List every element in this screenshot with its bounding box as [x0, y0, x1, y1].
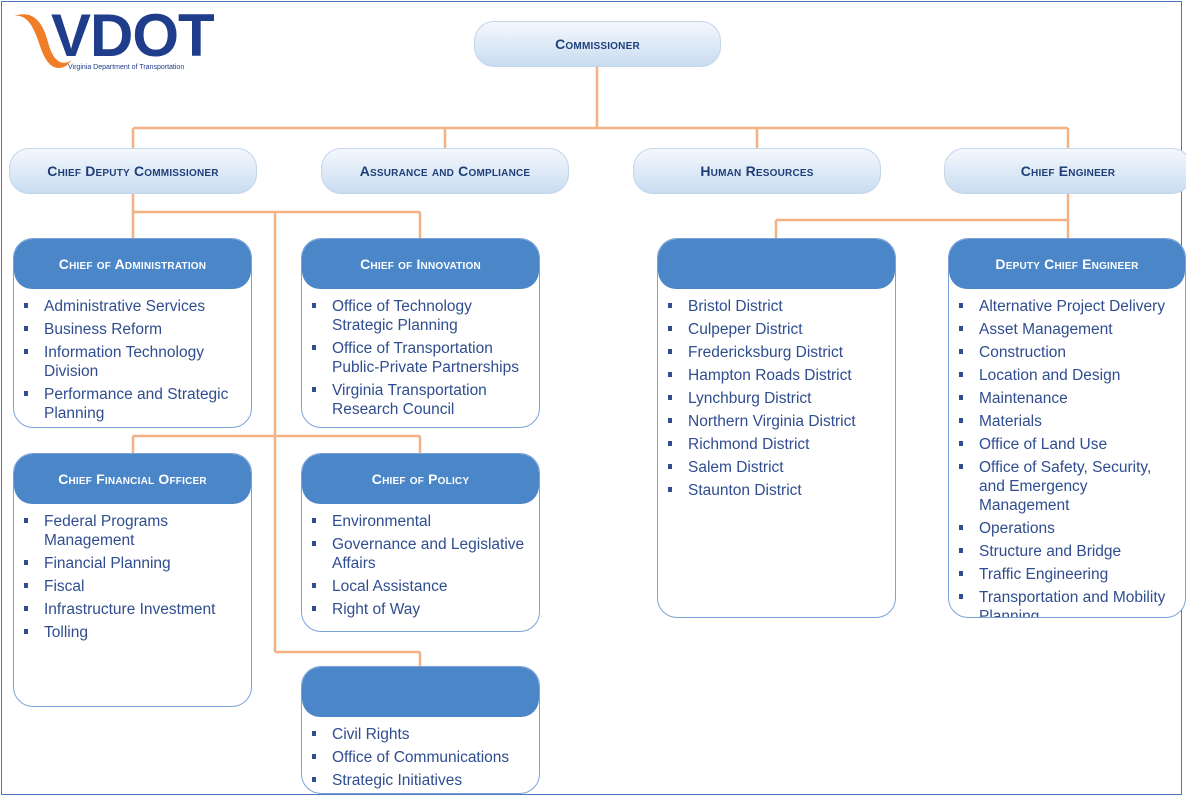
list-item: Transportation and Mobility Planning: [955, 588, 1181, 617]
list-item: Traffic Engineering: [955, 565, 1181, 584]
logo-swoosh-icon: [14, 14, 72, 68]
item-list: Bristol District Culpeper District Frede…: [658, 289, 895, 500]
chief-deputy-commissioner-node: Chief Deputy Commissioner: [9, 148, 257, 194]
item-list: Civil Rights Office of Communications St…: [302, 717, 539, 790]
deputy-chief-engineer-card: Deputy Chief Engineer Alternative Projec…: [948, 238, 1186, 618]
list-item: Culpeper District: [664, 320, 891, 339]
list-item: Fredericksburg District: [664, 343, 891, 362]
list-item: Office of Communications: [308, 748, 535, 767]
assurance-label: Assurance and Compliance: [359, 163, 531, 179]
human-resources-node: Human Resources: [633, 148, 881, 194]
list-item: Strategic Initiatives: [308, 771, 535, 790]
list-item: Environmental: [308, 512, 535, 531]
list-item: Bristol District: [664, 297, 891, 316]
list-item: Hampton Roads District: [664, 366, 891, 385]
list-item: Tolling: [20, 623, 247, 642]
list-item: Federal Programs Management: [20, 512, 247, 550]
list-item: Staunton District: [664, 481, 891, 500]
chief-financial-officer-card: Chief Financial Officer Federal Programs…: [13, 453, 252, 707]
list-item: Construction: [955, 343, 1181, 362]
card-header: Chief of Innovation: [302, 239, 539, 289]
hr-label: Human Resources: [700, 163, 814, 179]
logo-title: VDOT: [51, 2, 215, 69]
chief-engineer-label: Chief Engineer: [1020, 163, 1116, 179]
vdot-logo: VDOT Virginia Department of Transportati…: [10, 6, 215, 80]
list-item: Office of Transportation Public-Private …: [308, 339, 535, 377]
list-item: Financial Planning: [20, 554, 247, 573]
list-item: Virginia Transportation Research Council: [308, 381, 535, 419]
assurance-compliance-node: Assurance and Compliance: [321, 148, 569, 194]
chief-deputy-label: Chief Deputy Commissioner: [47, 163, 219, 179]
commissioner-label: Commissioner: [555, 36, 640, 52]
list-item: Alternative Project Delivery: [955, 297, 1181, 316]
list-item: Location and Design: [955, 366, 1181, 385]
list-item: Richmond District: [664, 435, 891, 454]
item-list: Office of Technology Strategic Planning …: [302, 289, 539, 419]
list-item: Operations: [955, 519, 1181, 538]
chief-of-administration-card: Chief of Administration Administrative S…: [13, 238, 252, 428]
commissioner-node: Commissioner: [474, 21, 721, 67]
item-list: Environmental Governance and Legislative…: [302, 504, 539, 619]
list-item: Performance and Strategic Planning: [20, 385, 247, 423]
chief-of-innovation-card: Chief of Innovation Office of Technology…: [301, 238, 540, 428]
item-list: Administrative Services Business Reform …: [14, 289, 251, 423]
list-item: Administrative Services: [20, 297, 247, 316]
card-header: [658, 239, 895, 289]
list-item: Office of Land Use: [955, 435, 1181, 454]
card-header: [302, 667, 539, 717]
list-item: Northern Virginia District: [664, 412, 891, 431]
logo-subtitle: Virginia Department of Transportation: [68, 64, 185, 71]
list-item: Lynchburg District: [664, 389, 891, 408]
list-item: Materials: [955, 412, 1181, 431]
list-item: Civil Rights: [308, 725, 535, 744]
chief-engineer-node: Chief Engineer: [944, 148, 1186, 194]
list-item: Fiscal: [20, 577, 247, 596]
list-item: Governance and Legislative Affairs: [308, 535, 535, 573]
list-item: Asset Management: [955, 320, 1181, 339]
list-item: Information Technology Division: [20, 343, 247, 381]
card-header: Chief of Administration: [14, 239, 251, 289]
list-item: Salem District: [664, 458, 891, 477]
card-header: Deputy Chief Engineer: [949, 239, 1185, 289]
card-header: Chief Financial Officer: [14, 454, 251, 504]
item-list: Alternative Project Delivery Asset Manag…: [949, 289, 1185, 617]
chief-of-policy-card: Chief of Policy Environmental Governance…: [301, 453, 540, 632]
list-item: Office of Safety, Security, and Emergenc…: [955, 458, 1181, 515]
card-header: Chief of Policy: [302, 454, 539, 504]
item-list: Federal Programs Management Financial Pl…: [14, 504, 251, 642]
districts-card: Bristol District Culpeper District Frede…: [657, 238, 896, 618]
list-item: Infrastructure Investment: [20, 600, 247, 619]
list-item: Right of Way: [308, 600, 535, 619]
list-item: Structure and Bridge: [955, 542, 1181, 561]
unnamed-office-card: Civil Rights Office of Communications St…: [301, 666, 540, 794]
list-item: Local Assistance: [308, 577, 535, 596]
list-item: Maintenance: [955, 389, 1181, 408]
list-item: Business Reform: [20, 320, 247, 339]
list-item: Office of Technology Strategic Planning: [308, 297, 535, 335]
